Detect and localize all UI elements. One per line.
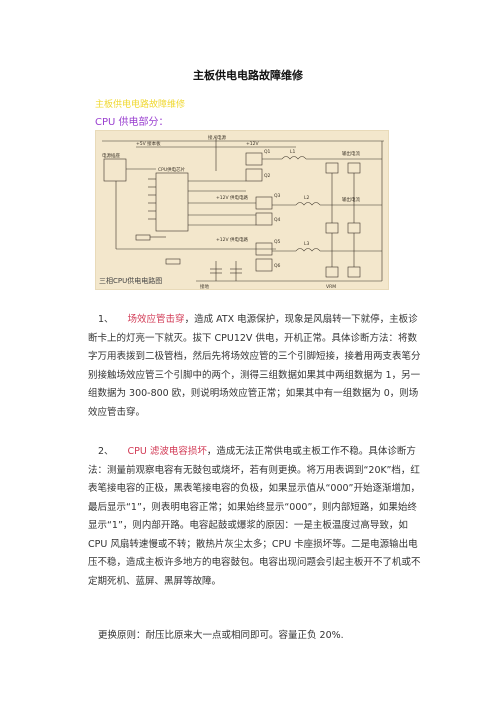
diagram-label: 电源插座 [102, 152, 120, 159]
diagram-label: +12V [246, 141, 259, 147]
diagram-label: +12V 供电电路 [216, 236, 249, 243]
diagram-label: 输出电流 [342, 196, 360, 203]
diagram-label: 输出电流 [342, 150, 360, 157]
paragraph-text: ，造成无法正常供电或主板工作不稳。具体诊断方法：测量前观察电容有无鼓包或烧坏，若… [88, 446, 421, 587]
diagram-label: L3 [304, 241, 310, 247]
page-title: 主板供电电路故障维修 [193, 69, 303, 82]
paragraph-3: 更换原则：耐压比原来大一点或相同即可。容量正负 20%. [88, 627, 423, 646]
diagram-label: VRM [326, 284, 336, 290]
highlight-text: CPU 滤波电容损坏 [127, 446, 207, 457]
diagram-label: L2 [304, 195, 310, 201]
diagram-label: CPU供电芯片 [158, 166, 186, 173]
diagram-label: 接入电源 [208, 134, 226, 141]
diagram-label: L1 [290, 149, 296, 155]
diagram-label: 接地 [200, 283, 209, 290]
diagram-label: Q3 [274, 193, 281, 199]
diagram-label: Q1 [264, 149, 271, 155]
diagram-label: +12V 供电电路 [216, 194, 249, 201]
diagram-label: Q5 [274, 239, 281, 245]
diagram-label: Q2 [264, 173, 271, 179]
paragraph-1: 1、 场效应管击穿，造成 ATX 电源保护，现象是风扇转一下就停，主板诊断卡上的灯… [88, 311, 423, 422]
figure-caption: 三相CPU供电电路图 [99, 277, 163, 285]
circuit-schematic: 接入电源 +5V 接本板 +12V CPU供电芯片 电源插座 输出电流 输出电流… [102, 134, 384, 290]
paragraph-text: 更换原则：耐压比原来大一点或相同即可。容量正负 20%. [98, 630, 344, 641]
paragraph-number: 2、 [98, 446, 114, 457]
paragraph-text: ，造成 ATX 电源保护，现象是风扇转一下就停，主板诊断卡上的灯亮一下就灭。拔下… [88, 314, 421, 418]
diagram-label: +5V 接本板 [136, 140, 161, 147]
diagram-label: Q6 [274, 263, 281, 269]
section-heading: CPU 供电部分： [95, 117, 169, 128]
paragraph-2: 2、 CPU 滤波电容损坏，造成无法正常供电或主板工作不稳。具体诊断方法：测量前观… [88, 443, 423, 591]
subtitle-yellow: 主板供电电路故障维修 [95, 100, 186, 110]
highlight-text: 场效应管击穿 [127, 314, 185, 325]
diagram-label: Q4 [274, 217, 281, 223]
circuit-diagram: 接入电源 +5V 接本板 +12V CPU供电芯片 电源插座 输出电流 输出电流… [95, 130, 389, 290]
paragraph-number: 1、 [98, 314, 114, 325]
